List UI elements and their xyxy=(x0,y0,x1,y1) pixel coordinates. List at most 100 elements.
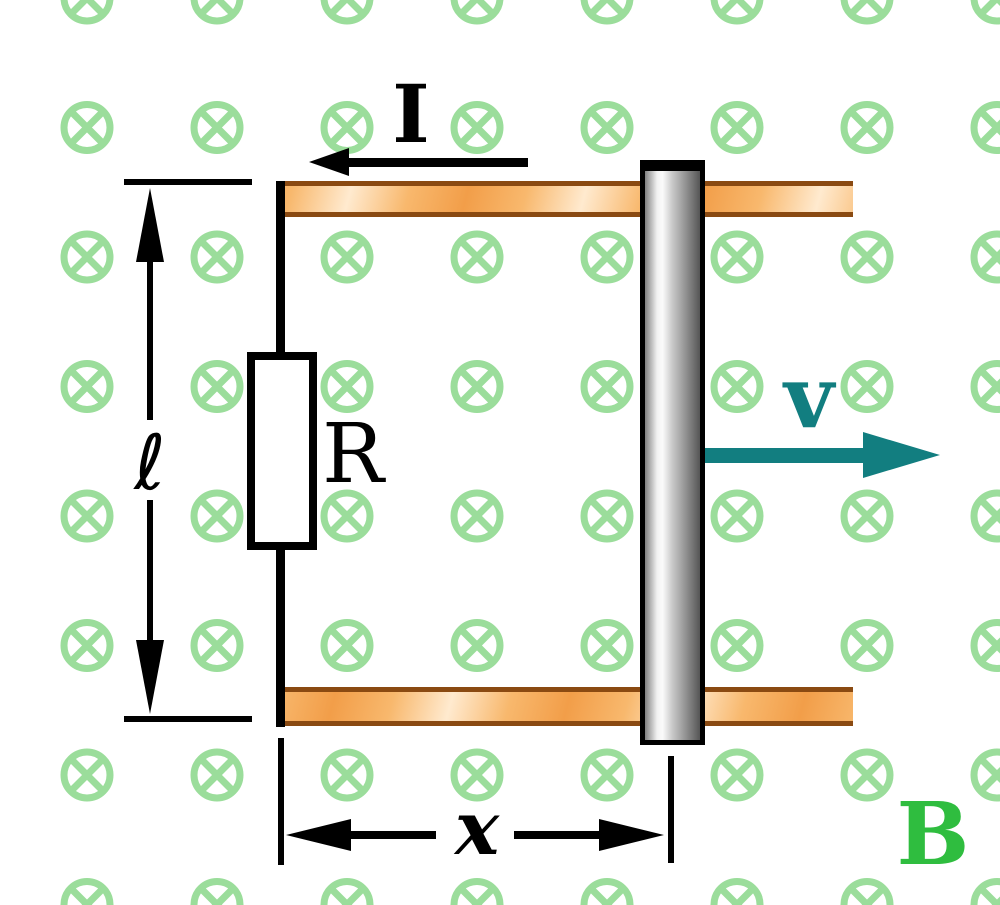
bottom-rail-body xyxy=(283,692,853,721)
length-line-lower xyxy=(147,500,153,648)
b-into-page-icon xyxy=(970,619,1000,672)
b-into-page-icon xyxy=(60,0,114,25)
b-into-page-icon xyxy=(710,101,764,154)
b-into-page-icon xyxy=(710,360,764,413)
distance-right-arrowhead-icon xyxy=(599,819,664,851)
magnetic-field-grid xyxy=(60,0,1000,905)
b-into-page-icon xyxy=(710,748,764,802)
b-into-page-icon xyxy=(60,878,114,905)
b-into-page-icon xyxy=(190,489,244,543)
distance-line-left xyxy=(348,831,436,839)
field-label: B xyxy=(897,784,970,885)
length-label: ℓ xyxy=(132,418,165,507)
b-into-page-icon xyxy=(970,489,1000,543)
b-into-page-icon xyxy=(450,878,504,905)
length-top-tick xyxy=(124,179,252,185)
b-into-page-icon xyxy=(970,748,1000,802)
top-rail-upper-edge xyxy=(283,181,853,186)
b-into-page-icon xyxy=(840,0,894,25)
velocity-arrow-shaft xyxy=(705,448,867,463)
b-into-page-icon xyxy=(710,878,764,905)
resistor xyxy=(247,352,317,550)
b-into-page-icon xyxy=(320,101,374,154)
b-into-page-icon xyxy=(320,0,374,25)
top-rail-body xyxy=(283,186,853,212)
b-into-page-icon xyxy=(320,230,374,284)
b-into-page-icon xyxy=(190,0,244,25)
distance-right-tick xyxy=(668,756,674,863)
b-into-page-icon xyxy=(320,619,374,672)
resistor-label: R xyxy=(322,407,386,502)
b-into-page-icon xyxy=(450,619,504,672)
b-into-page-icon xyxy=(190,360,244,413)
velocity-arrow xyxy=(705,432,940,478)
b-into-page-icon xyxy=(580,360,634,413)
b-into-page-icon xyxy=(840,101,894,154)
current-label: I xyxy=(392,67,429,161)
b-into-page-icon xyxy=(450,0,504,25)
top-rail xyxy=(283,181,853,217)
bottom-rail-lower-edge xyxy=(283,721,853,726)
b-into-page-icon xyxy=(60,489,114,543)
length-up-arrowhead-icon xyxy=(136,188,164,262)
b-into-page-icon xyxy=(60,101,114,154)
distance-label: x xyxy=(453,786,500,872)
b-into-page-icon xyxy=(190,230,244,284)
distance-dimension xyxy=(278,738,674,865)
distance-left-tick xyxy=(278,738,284,865)
b-into-page-icon xyxy=(970,101,1000,154)
b-into-page-icon xyxy=(450,230,504,284)
b-into-page-icon xyxy=(320,878,374,905)
velocity-arrowhead-icon xyxy=(863,432,940,478)
distance-left-arrowhead-icon xyxy=(286,819,351,851)
b-into-page-icon xyxy=(580,230,634,284)
b-into-page-icon xyxy=(580,0,634,25)
b-into-page-icon xyxy=(710,230,764,284)
length-dimension xyxy=(124,179,252,722)
b-into-page-icon xyxy=(580,101,634,154)
velocity-label: v xyxy=(782,347,837,448)
b-into-page-icon xyxy=(970,360,1000,413)
b-into-page-icon xyxy=(60,230,114,284)
b-into-page-icon xyxy=(190,878,244,905)
b-into-page-icon xyxy=(840,748,894,802)
b-into-page-icon xyxy=(580,748,634,802)
bottom-rail-upper-edge xyxy=(283,687,853,692)
b-into-page-icon xyxy=(710,0,764,25)
current-arrow-shaft xyxy=(346,158,528,167)
b-into-page-icon xyxy=(840,878,894,905)
b-into-page-icon xyxy=(840,360,894,413)
b-into-page-icon xyxy=(190,619,244,672)
b-into-page-icon xyxy=(320,360,374,413)
b-into-page-icon xyxy=(190,748,244,802)
b-into-page-icon xyxy=(840,619,894,672)
b-into-page-icon xyxy=(580,489,634,543)
b-into-page-icon xyxy=(450,360,504,413)
b-into-page-icon xyxy=(320,748,374,802)
b-into-page-icon xyxy=(580,878,634,905)
bottom-rail xyxy=(283,687,853,726)
b-into-page-icon xyxy=(710,619,764,672)
length-down-arrowhead-icon xyxy=(136,640,164,714)
b-into-page-icon xyxy=(190,101,244,154)
b-into-page-icon xyxy=(60,360,114,413)
b-into-page-icon xyxy=(710,489,764,543)
b-into-page-icon xyxy=(840,230,894,284)
length-line-upper xyxy=(147,250,153,420)
b-into-page-icon xyxy=(60,619,114,672)
b-into-page-icon xyxy=(970,230,1000,284)
rod-body xyxy=(645,171,700,740)
b-into-page-icon xyxy=(450,748,504,802)
length-bottom-tick xyxy=(124,716,252,722)
current-arrow xyxy=(309,148,528,176)
top-rail-lower-edge xyxy=(283,212,853,217)
b-into-page-icon xyxy=(450,489,504,543)
b-into-page-icon xyxy=(840,489,894,543)
b-into-page-icon xyxy=(580,619,634,672)
b-into-page-icon xyxy=(60,748,114,802)
b-into-page-icon xyxy=(970,0,1000,25)
b-into-page-icon xyxy=(320,489,374,543)
current-arrowhead-icon xyxy=(309,148,349,176)
